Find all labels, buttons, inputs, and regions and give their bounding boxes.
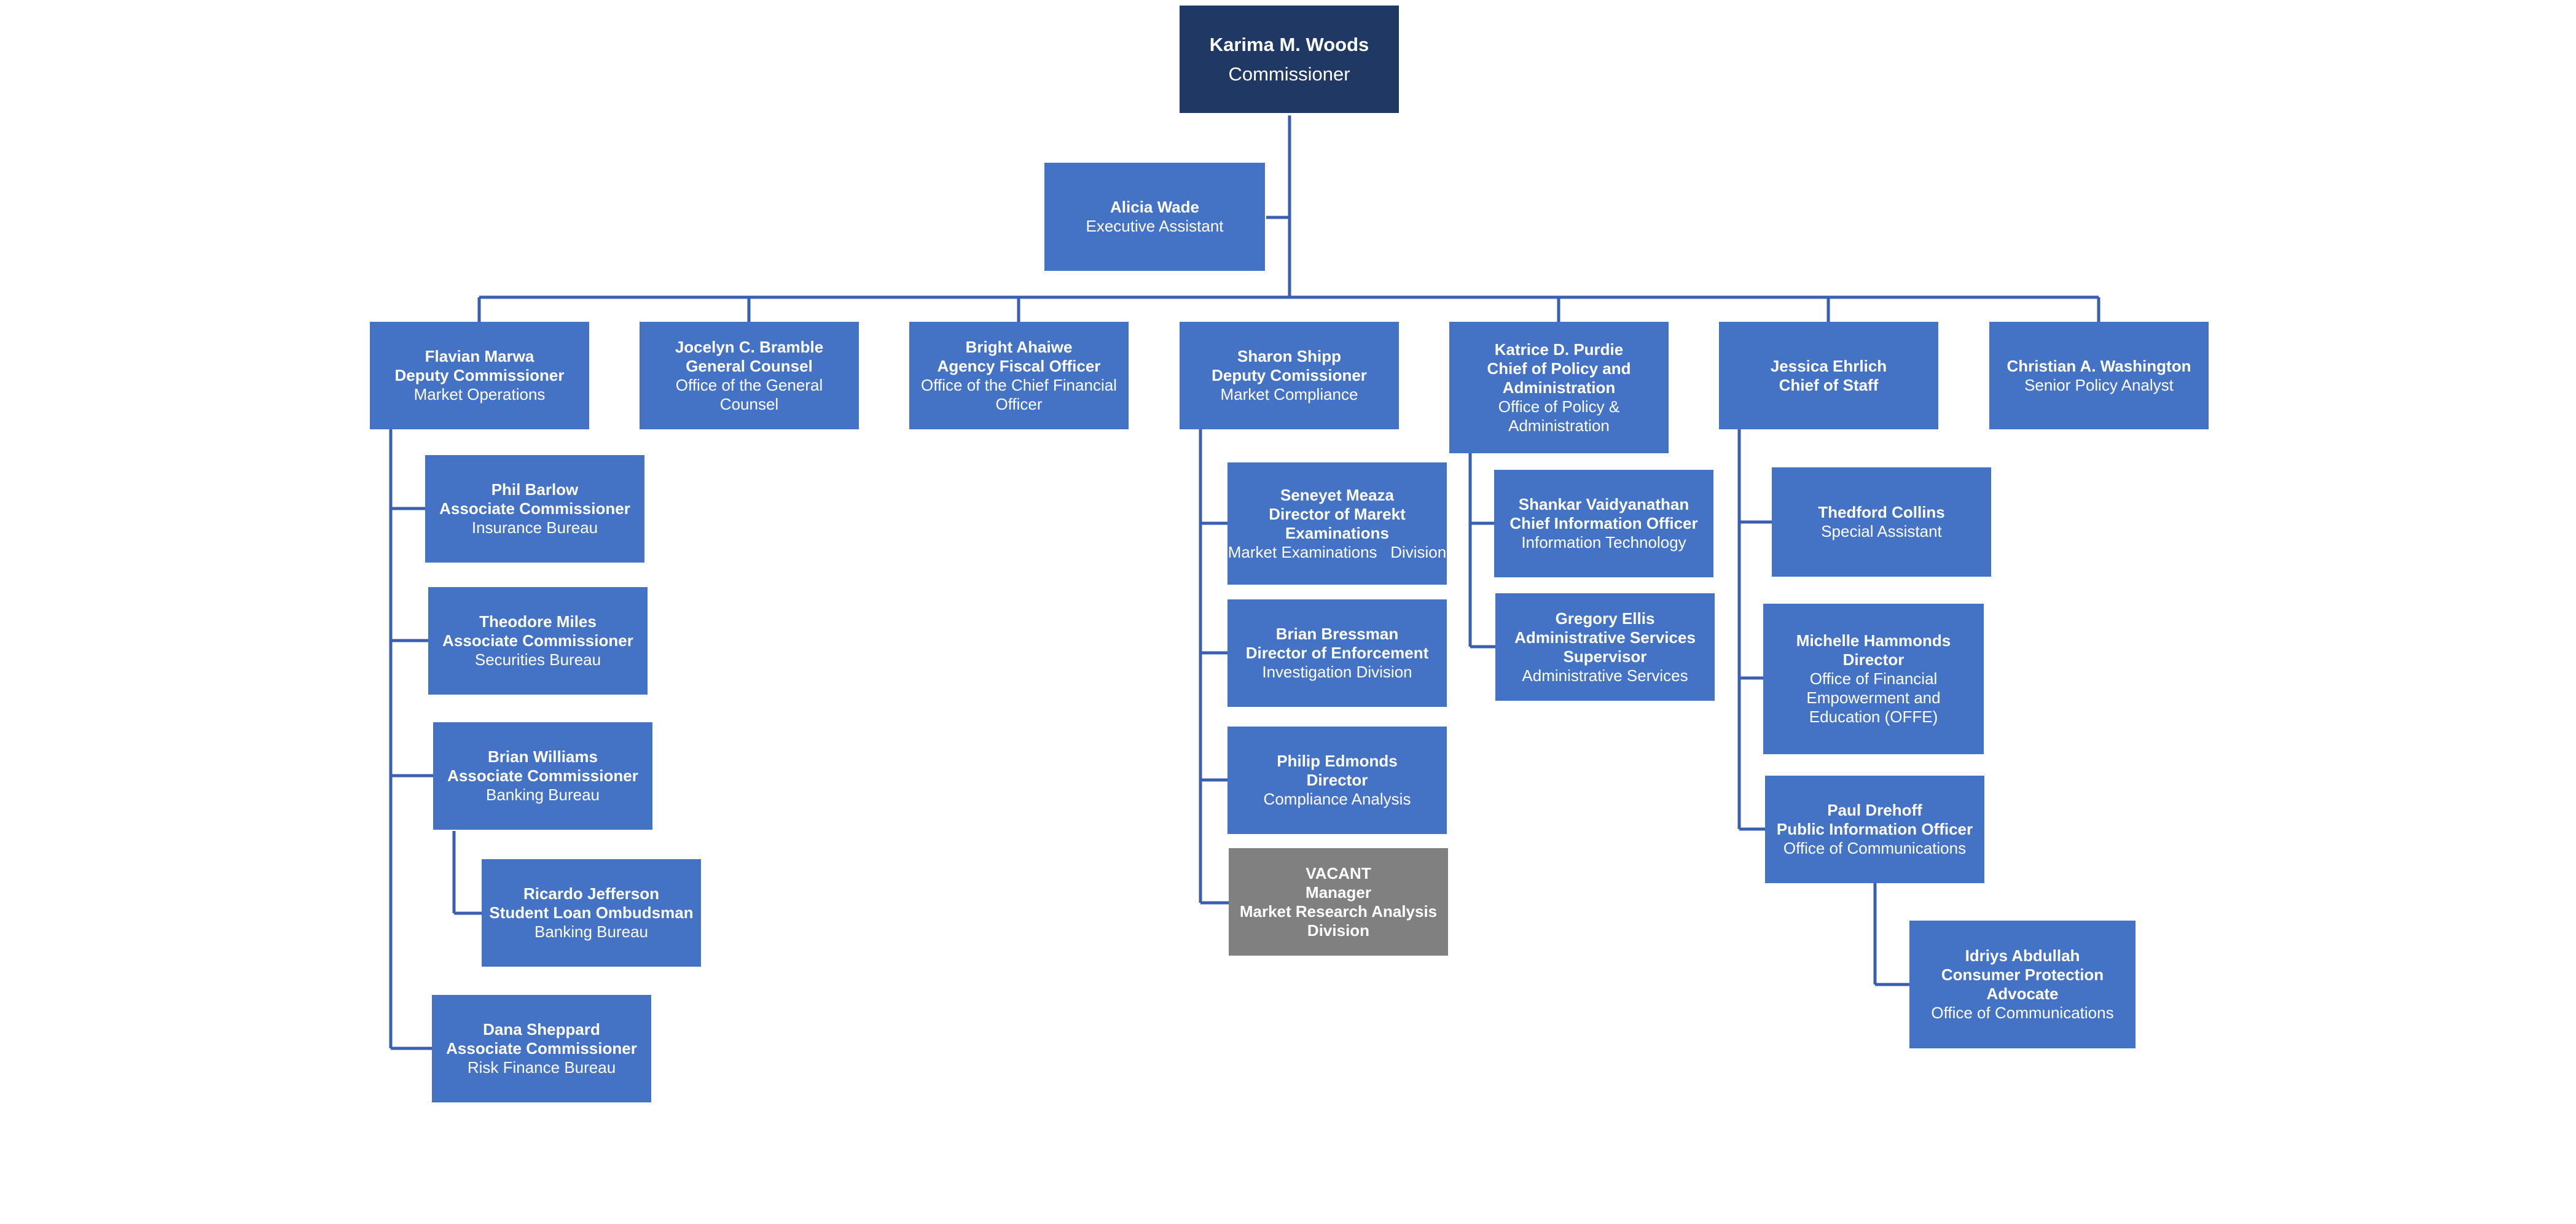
person-name: Dana Sheppard — [483, 1020, 600, 1039]
person-title: Administrative Services Supervisor — [1514, 628, 1696, 666]
person-title: Chief of Staff — [1779, 375, 1879, 394]
person-unit: Office of Communications — [1931, 1004, 2114, 1022]
person-name: Ricardo Jefferson — [523, 884, 660, 903]
person-unit: Executive Assistant — [1086, 217, 1224, 235]
person-name: Theodore Miles — [479, 612, 597, 631]
person-unit: Banking Bureau — [534, 922, 649, 941]
person-name: Brian Williams — [488, 747, 598, 766]
person-title: Director of Enforcement — [1245, 644, 1429, 662]
communications-box: Paul Drehoff Public Information Officer … — [1765, 776, 1984, 883]
person-unit: Market Compliance — [1220, 385, 1358, 403]
chief-of-staff-box: Jessica Ehrlich Chief of Staff — [1719, 322, 1938, 429]
person-name: Brian Bressman — [1275, 625, 1399, 643]
person-title: Agency Fiscal Officer — [937, 356, 1101, 375]
person-title: Chief Information Officer — [1509, 514, 1698, 532]
compliance-analysis-box: Philip Edmonds Director Compliance Analy… — [1227, 727, 1447, 834]
person-title: Director — [1306, 771, 1368, 789]
person-name: Paul Drehoff — [1827, 801, 1922, 819]
risk-finance-bureau-box: Dana Sheppard Associate Commissioner Ris… — [432, 995, 651, 1102]
special-assistant-box: Thedford Collins Special Assistant — [1772, 467, 1991, 577]
person-title: Deputy Commissioner — [394, 366, 565, 384]
person-unit: Insurance Bureau — [471, 518, 598, 537]
insurance-bureau-box: Phil Barlow Associate Commissioner Insur… — [425, 455, 644, 563]
market-examinations-box: Seneyet Meaza Director of Marekt Examina… — [1227, 462, 1447, 585]
person-unit: Market Examinations Division — [1227, 542, 1447, 561]
person-unit: Banking Bureau — [485, 785, 600, 804]
person-name: Jocelyn C. Bramble — [675, 337, 824, 356]
information-technology-box: Shankar Vaidyanathan Chief Information O… — [1494, 470, 1713, 577]
person-unit: Office of the Chief Financial Officer — [921, 375, 1117, 413]
person-title: Associate Commissioner — [442, 631, 633, 650]
person-title: Chief of Policy and Administration — [1487, 359, 1631, 397]
senior-policy-analyst-box: Christian A. Washington Senior Policy An… — [1989, 322, 2209, 429]
person-unit: Senior Policy Analyst — [2024, 375, 2174, 394]
person-unit: Risk Finance Bureau — [467, 1058, 616, 1077]
person-name: VACANT — [1306, 863, 1371, 883]
person-name: Flavian Marwa — [425, 347, 534, 365]
commissioner-box: Karima M. Woods Commissioner — [1180, 6, 1399, 113]
person-name: Philip Edmonds — [1277, 752, 1398, 770]
person-unit: Market Research Analysis Division — [1239, 902, 1438, 940]
person-title: Commissioner — [1228, 63, 1350, 85]
securities-bureau-box: Theodore Miles Associate Commissioner Se… — [428, 587, 648, 695]
person-unit: Office of Policy & Administration — [1498, 397, 1620, 435]
person-unit: Office of the General Counsel — [675, 375, 823, 413]
consumer-protection-box: Idriys Abdullah Consumer Protection Advo… — [1909, 921, 2136, 1048]
cfo-box: Bright Ahaiwe Agency Fiscal Officer Offi… — [909, 322, 1129, 429]
person-unit: Compliance Analysis — [1263, 790, 1411, 808]
person-name: Michelle Hammonds — [1796, 631, 1951, 650]
person-name: Katrice D. Purdie — [1494, 340, 1624, 359]
person-name: Gregory Ellis — [1555, 609, 1655, 628]
person-name: Jessica Ehrlich — [1770, 356, 1887, 375]
person-name: Idriys Abdullah — [1965, 946, 2080, 965]
person-title: Associate Commissioner — [447, 766, 638, 785]
person-name: Seneyet Meaza — [1280, 485, 1394, 504]
person-unit: Office of Financial Empowerment and Educ… — [1806, 669, 1941, 726]
person-title: Associate Commissioner — [439, 499, 630, 518]
person-name: Phil Barlow — [491, 480, 579, 499]
person-unit: Administrative Services — [1522, 666, 1688, 685]
person-title: Director of Marekt Examinations — [1269, 504, 1406, 542]
person-unit: Special Assistant — [1821, 522, 1942, 540]
person-name: Bright Ahaiwe — [965, 337, 1073, 356]
person-unit: Market Operations — [413, 385, 546, 403]
person-title: Director — [1842, 650, 1905, 669]
person-name: Shankar Vaidyanathan — [1518, 495, 1689, 513]
student-loan-ombudsman-box: Ricardo Jefferson Student Loan Ombudsman… — [482, 859, 701, 967]
policy-administration-box: Katrice D. Purdie Chief of Policy and Ad… — [1449, 322, 1669, 453]
vacant-manager-box: VACANT Manager Market Research Analysis … — [1229, 848, 1448, 956]
person-name: Sharon Shipp — [1237, 347, 1341, 365]
banking-bureau-box: Brian Williams Associate Commissioner Ba… — [433, 722, 652, 830]
person-unit: Information Technology — [1521, 533, 1686, 552]
general-counsel-box: Jocelyn C. Bramble General Counsel Offic… — [640, 322, 859, 429]
person-title: General Counsel — [686, 356, 813, 375]
person-title: Manager — [1306, 883, 1371, 902]
market-operations-box: Flavian Marwa Deputy Commissioner Market… — [370, 322, 589, 429]
person-title: Consumer Protection Advocate — [1941, 965, 2104, 1003]
person-unit: Office of Communications — [1783, 839, 1967, 857]
administrative-services-box: Gregory Ellis Administrative Services Su… — [1495, 593, 1715, 701]
person-unit: Securities Bureau — [474, 650, 601, 669]
person-name: Alicia Wade — [1110, 198, 1199, 216]
person-unit: Investigation Division — [1262, 663, 1412, 681]
person-title: Associate Commissioner — [446, 1039, 637, 1058]
person-name: Thedford Collins — [1818, 503, 1945, 521]
enforcement-box: Brian Bressman Director of Enforcement I… — [1227, 599, 1447, 707]
offe-box: Michelle Hammonds Director Office of Fin… — [1763, 604, 1984, 754]
person-title: Public Information Officer — [1776, 820, 1973, 838]
person-title: Student Loan Ombudsman — [489, 903, 694, 922]
person-name: Christian A. Washington — [2006, 356, 2191, 375]
person-title: Deputy Comissioner — [1212, 366, 1367, 384]
person-name: Karima M. Woods — [1209, 33, 1369, 55]
market-compliance-box: Sharon Shipp Deputy Comissioner Market C… — [1180, 322, 1399, 429]
executive-assistant-box: Alicia Wade Executive Assistant — [1044, 163, 1265, 271]
